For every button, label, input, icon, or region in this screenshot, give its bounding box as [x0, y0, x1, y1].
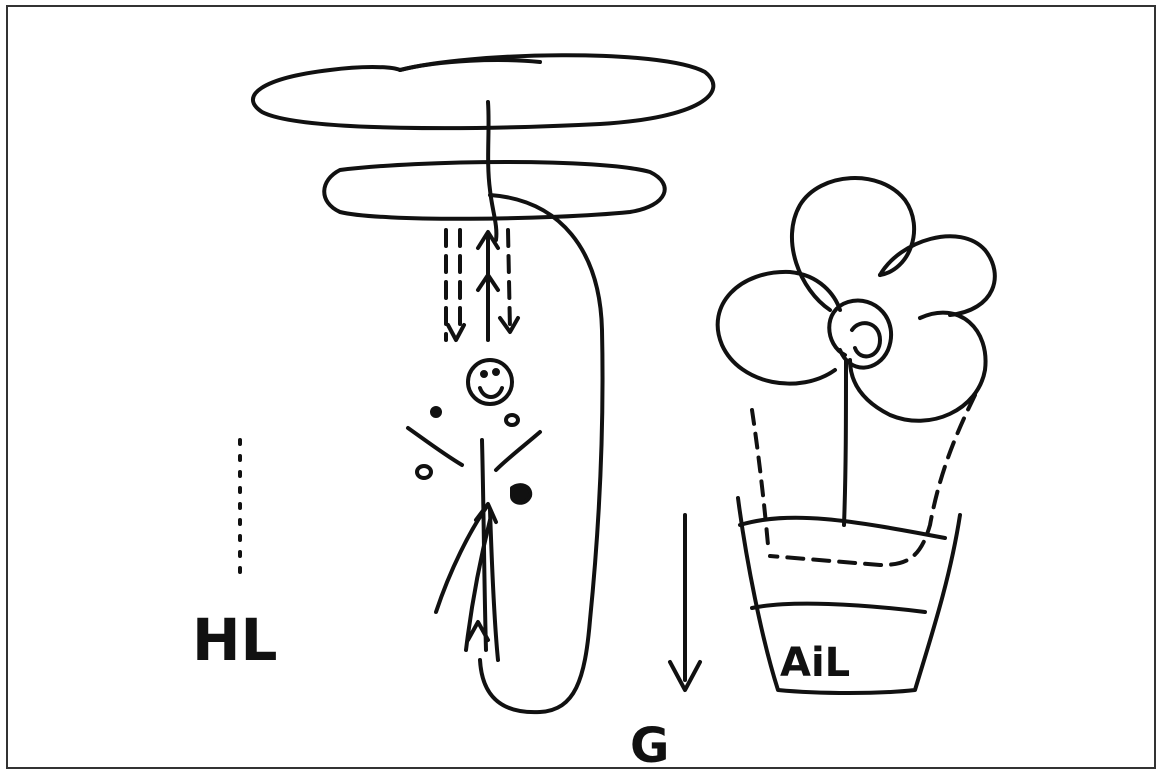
smiley-eye-right: [492, 368, 500, 376]
dashed-line-right: [506, 228, 512, 332]
label-air: AiL: [780, 640, 850, 686]
flower-center: [827, 298, 894, 370]
middle-disc-outline: [322, 160, 667, 221]
lower-diagonal-2: [464, 518, 492, 652]
body-outline: [478, 193, 605, 715]
ray-left: [406, 426, 464, 467]
up-arrow-head-top: [476, 230, 500, 250]
dashed-curve-left: [750, 408, 770, 547]
dot-upper-right: [504, 413, 520, 427]
flower-petal-top: [790, 176, 916, 312]
down-arrow-head-left: [446, 323, 466, 342]
flower-petal-lower-right: [848, 310, 988, 423]
down-arrow-head-right: [498, 316, 520, 334]
dot-upper-left: [430, 406, 442, 418]
sketch-frame: [6, 5, 1156, 769]
flower-petal-left: [715, 269, 842, 386]
pot-soil-line: [738, 515, 947, 540]
flower-petal-right: [878, 234, 997, 317]
lower-line-right: [488, 508, 500, 662]
flower-stem: [842, 358, 848, 527]
central-stem: [486, 100, 499, 242]
top-disc-overlap-stroke: [398, 58, 542, 72]
dot-left: [415, 464, 433, 480]
top-disc-outline: [250, 53, 716, 131]
up-arrow-head-mid: [476, 273, 500, 292]
pot-water-line: [750, 601, 927, 614]
label-g: G: [630, 718, 669, 774]
ray-right: [494, 430, 542, 472]
up-arrow-head-lower-1: [474, 502, 498, 524]
pot-outline: [736, 496, 962, 695]
smiley-face: [466, 358, 514, 406]
smiley-eye-left: [480, 370, 488, 378]
flower-center-inner: [850, 321, 882, 359]
blob-right: [510, 483, 533, 505]
up-arrow-head-lower-2: [466, 620, 490, 642]
smiley-mouth: [478, 386, 504, 399]
gravity-arrow-head: [668, 660, 702, 692]
label-hl: HL: [192, 606, 278, 674]
dashed-curve-right: [768, 393, 977, 567]
